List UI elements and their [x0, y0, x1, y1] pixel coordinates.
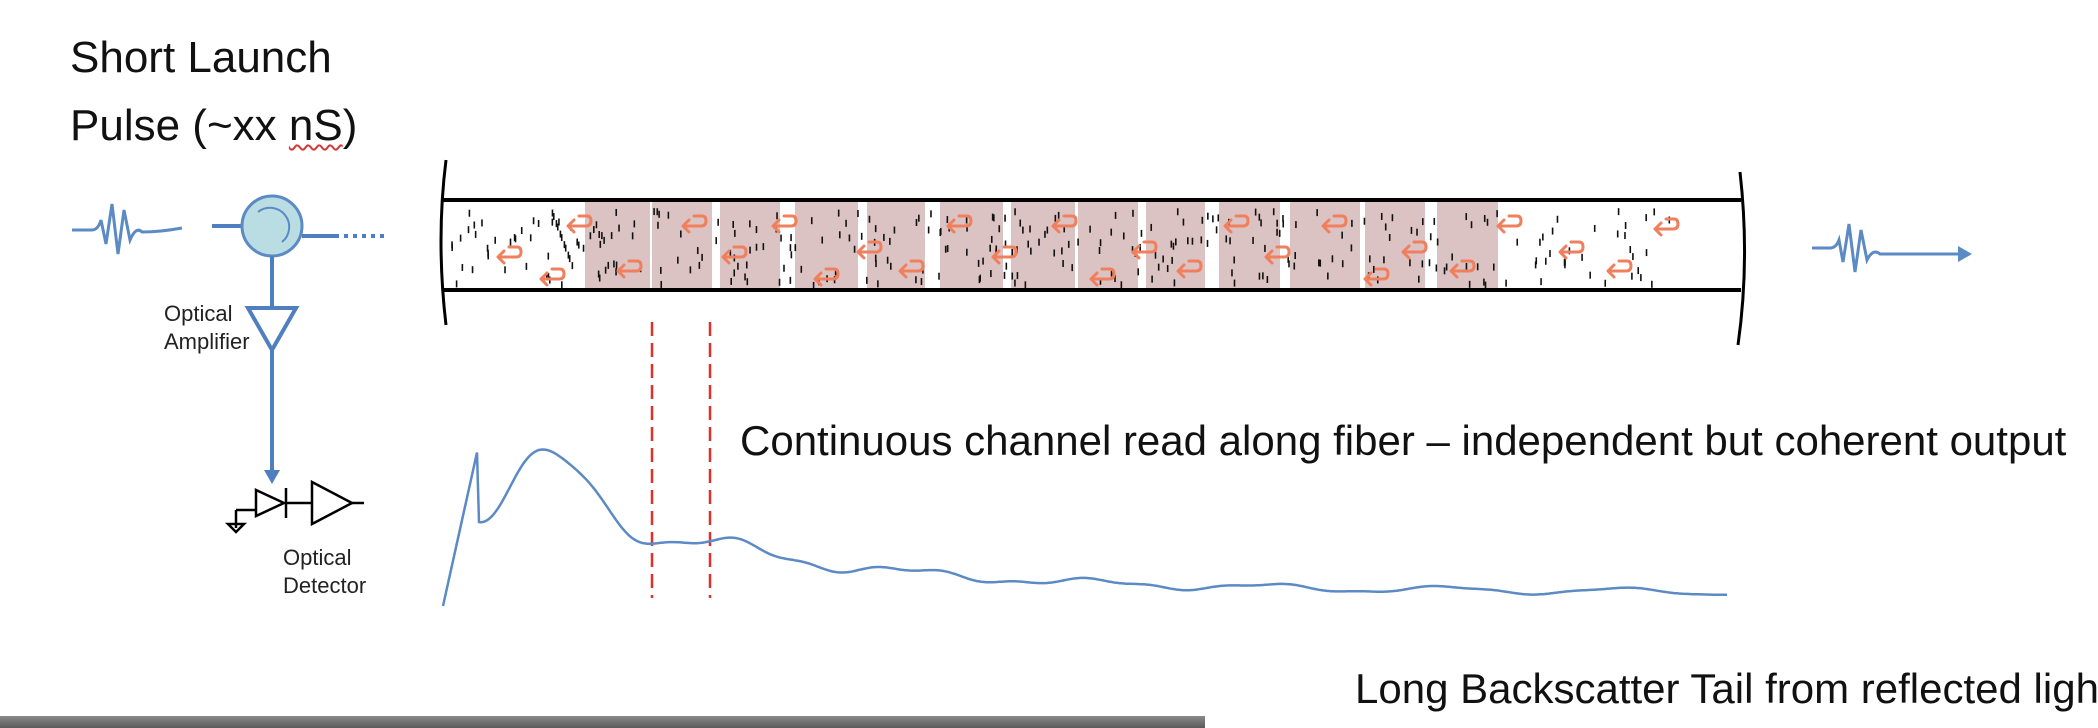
scatter-arrow — [566, 214, 593, 234]
circulator-icon — [212, 194, 385, 308]
channel-block — [1365, 202, 1425, 288]
scatter-arrow — [1264, 245, 1291, 265]
backscatter-tail-caption: Long Backscatter Tail from reflected lig… — [1355, 665, 2098, 712]
channel-block — [1219, 202, 1280, 288]
channel-block — [1146, 202, 1205, 288]
scatter-arrow — [991, 245, 1018, 265]
output-pulse-icon — [1812, 223, 1972, 273]
channel-block — [585, 202, 650, 288]
amplifier-icon — [244, 306, 300, 484]
scatter-arrow — [1223, 214, 1250, 234]
scatter-arrow — [1606, 259, 1633, 279]
scatter-arrow — [898, 259, 925, 279]
photodiode-icon — [224, 479, 364, 534]
scatter-arrow — [1496, 214, 1523, 234]
scatter-arrow — [856, 240, 883, 260]
launch-pulse-title-line1: Short Launch — [70, 33, 332, 82]
scatter-arrow — [539, 267, 566, 287]
bottom-edge-bar — [0, 716, 1205, 728]
detector-label-line2: Detector — [283, 573, 367, 598]
channel-block — [720, 202, 780, 288]
channel-block — [795, 202, 858, 288]
scatter-arrow — [1363, 267, 1390, 287]
launch-pulse-title-line2: Pulse (~xx nS) — [70, 101, 358, 150]
scatter-arrow — [616, 259, 643, 279]
scatter-arrow — [681, 214, 708, 234]
detector-label-line1: Optical — [283, 545, 352, 570]
channel-block — [652, 202, 712, 288]
channel-block — [940, 202, 1003, 288]
scatter-arrow — [1449, 259, 1476, 279]
amplifier-label-line1: Optical — [164, 301, 233, 326]
scatter-arrow — [1131, 240, 1158, 260]
scatter-arrow — [1321, 214, 1348, 234]
scatter-arrow — [1401, 240, 1428, 260]
backscatter-trace — [441, 448, 1728, 607]
scatter-arrow — [771, 214, 798, 234]
scatter-arrow — [946, 214, 973, 234]
scatter-arrow — [1089, 267, 1116, 287]
scatter-arrow — [721, 245, 748, 265]
fiber-tube — [439, 159, 1747, 346]
channel-block — [1011, 202, 1075, 288]
channel-block — [1437, 202, 1498, 288]
pulse-waveform-icon — [72, 203, 183, 255]
scatter-arrow — [1051, 214, 1078, 234]
channel-block — [1290, 202, 1360, 288]
channel-block — [1078, 202, 1138, 288]
scatter-arrow — [1176, 259, 1203, 279]
scatter-arrow — [1653, 217, 1680, 237]
scatter-arrow — [496, 245, 523, 265]
channel-caption: Continuous channel read along fiber – in… — [740, 417, 2067, 464]
scatter-arrow — [1558, 240, 1585, 260]
channel-block — [867, 202, 925, 288]
amplifier-label-line2: Amplifier — [164, 329, 250, 354]
scatter-arrow — [813, 267, 840, 287]
